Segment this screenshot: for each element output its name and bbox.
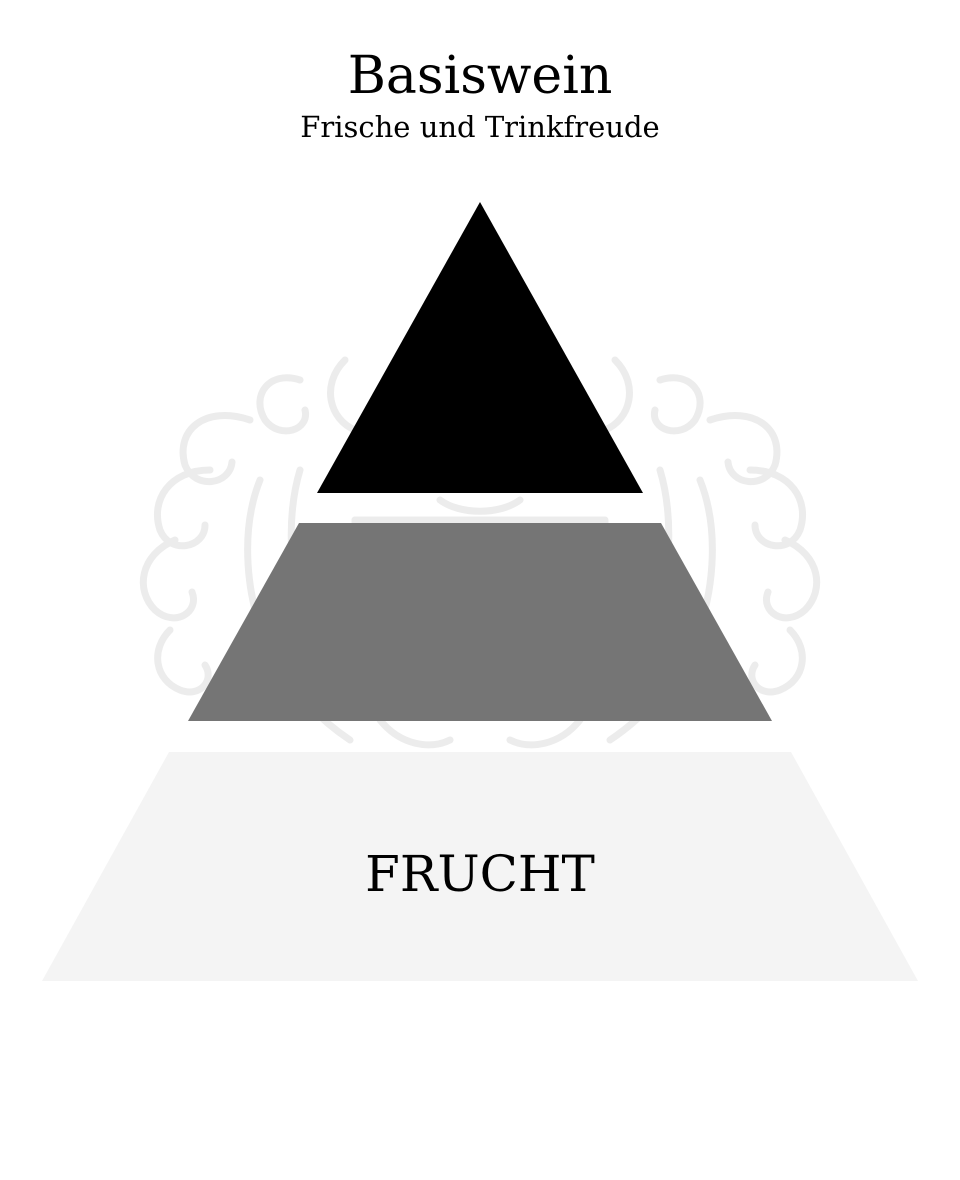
pyramid-tier-bottom-label: FRUCHT bbox=[365, 845, 595, 903]
pyramid-tier-middle bbox=[188, 523, 772, 721]
pyramid-tier-top bbox=[317, 202, 643, 493]
pyramid-tier-bottom bbox=[42, 752, 918, 981]
page-title: Basiswein bbox=[347, 46, 613, 106]
page-subtitle: Frische und Trinkfreude bbox=[300, 110, 660, 144]
